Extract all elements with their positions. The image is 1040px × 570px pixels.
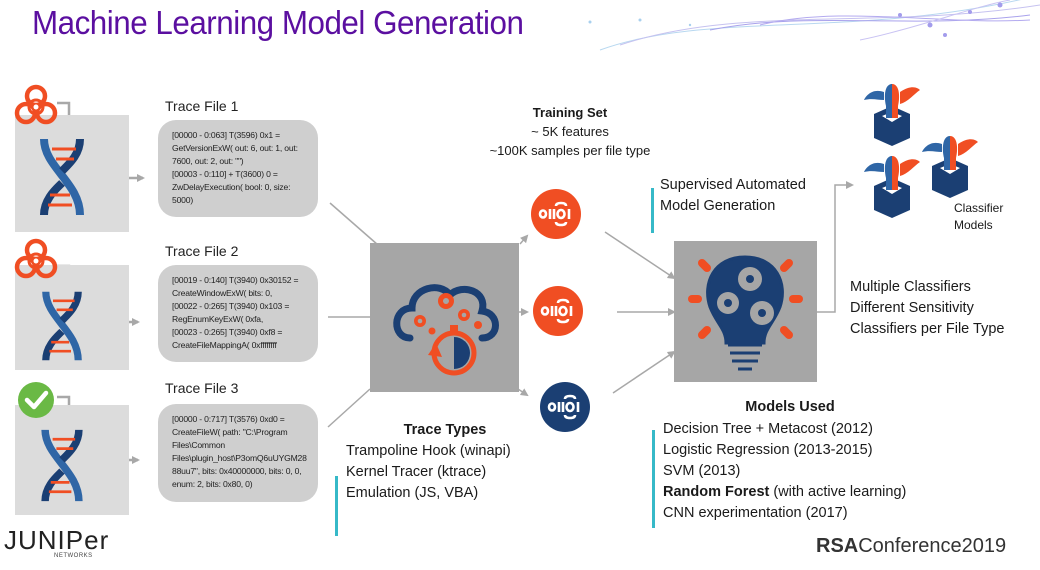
- rsa-conference-logo: RSAConference2019: [816, 535, 1006, 558]
- model-item: CNN experimentation (2017): [663, 505, 848, 521]
- binary-code-icon: [540, 298, 573, 324]
- dna-icon: [41, 429, 83, 502]
- model-gen-line: Model Generation: [660, 198, 776, 214]
- trace-type-item: Trampoline Hook (winapi): [346, 443, 511, 459]
- trace-types-heading: Trace Types: [403, 422, 487, 438]
- arrow-node3-bulb: [612, 350, 676, 394]
- dna-icon: [42, 291, 82, 361]
- juniper-logo-subtext: NETWORKS: [54, 553, 93, 559]
- training-set-line: ~100K samples per file type: [489, 143, 651, 158]
- model-training-box: [674, 241, 817, 382]
- binary-node-2: [533, 286, 583, 336]
- slide-title: Machine Learning Model Generation: [32, 4, 524, 41]
- training-set-label: Training Set ~ 5K features ~100K samples…: [470, 103, 670, 160]
- sample-box: [15, 265, 129, 370]
- lightbulb-gears-icon: [688, 255, 803, 371]
- trace-file-title: Trace File 3: [165, 380, 239, 396]
- models-used-list: Decision Tree + Metacost (2012) Logistic…: [663, 419, 906, 524]
- training-set-heading: Training Set: [532, 105, 608, 120]
- sample-box: [15, 115, 129, 232]
- models-used-heading: Models Used: [745, 399, 835, 415]
- trace-types-accent-bar: [335, 476, 338, 536]
- models-used-accent-bar: [652, 430, 655, 528]
- checkmark-icon: [18, 382, 54, 418]
- arrow-hub-node3: [517, 388, 529, 397]
- juniper-logo-text: JUNIPer: [4, 525, 110, 555]
- angel-devil-classifier-icon: [922, 136, 978, 198]
- model-item: Logistic Regression (2013-2015): [663, 442, 873, 458]
- trace-file-content: [00019 - 0:140] T(3940) 0x30152 = Create…: [158, 265, 318, 362]
- binary-code-icon: [538, 201, 571, 227]
- trace-type-item: Emulation (JS, VBA): [346, 485, 479, 501]
- rsa-logo-bold: RSA: [816, 535, 859, 557]
- classifier-note: Multiple Classifiers: [850, 279, 971, 295]
- model-item: SVM (2013): [663, 463, 741, 479]
- angel-devil-classifier-icon: [864, 84, 920, 146]
- arrow-bulb-classifiers: [817, 181, 854, 313]
- arrow-node1-bulb: [604, 231, 676, 280]
- cloud-gears-stopwatch-icon: [393, 284, 499, 376]
- classifier-models-label: Classifier Models: [954, 200, 1003, 234]
- training-set-line: ~ 5K features: [531, 124, 609, 139]
- trace-types-list: Trampoline Hook (winapi) Kernel Tracer (…: [346, 441, 511, 504]
- model-gen-accent-bar: [651, 188, 654, 233]
- line-trace1-hub: [329, 202, 379, 246]
- binary-code-icon: [547, 394, 580, 420]
- trace-file-title: Trace File 2: [165, 243, 239, 259]
- line-trace3-hub: [327, 388, 371, 428]
- juniper-logo: JUNIPer NETWORKS: [4, 527, 109, 559]
- classifier-label-line: Classifier: [954, 201, 1004, 215]
- trace-file-title: Trace File 1: [165, 98, 239, 114]
- binary-node-3: [540, 382, 590, 432]
- biohazard-icon: [14, 84, 58, 125]
- classifier-note: Different Sensitivity: [850, 300, 974, 316]
- model-item: Decision Tree + Metacost (2012): [663, 421, 873, 437]
- model-gen-label: Supervised Automated Model Generation: [660, 175, 806, 217]
- classifier-label-line: Models: [954, 218, 993, 232]
- decorative-swirl: [588, 0, 1040, 51]
- sample-box: [15, 405, 129, 515]
- angel-devil-classifier-icon: [864, 156, 920, 218]
- binary-node-1: [531, 189, 581, 239]
- biohazard-icon: [14, 238, 58, 279]
- arrow-hub-node1: [519, 234, 529, 245]
- trace-file-content: [00000 - 0:063] T(3596) 0x1 = GetVersion…: [158, 120, 318, 217]
- rsa-logo-text: Conference2019: [858, 535, 1007, 557]
- model-gen-line: Supervised Automated: [660, 177, 806, 193]
- classifier-note: Classifiers per File Type: [850, 321, 1005, 337]
- classifier-notes: Multiple Classifiers Different Sensitivi…: [850, 277, 1004, 340]
- tracing-engine-box: [370, 243, 519, 392]
- model-item: Random Forest (with active learning): [663, 484, 907, 500]
- trace-type-item: Kernel Tracer (ktrace): [346, 464, 487, 480]
- trace-file-content: [00000 - 0:717] T(3576) 0xd0 = CreateFil…: [158, 404, 318, 502]
- dna-icon: [40, 138, 84, 216]
